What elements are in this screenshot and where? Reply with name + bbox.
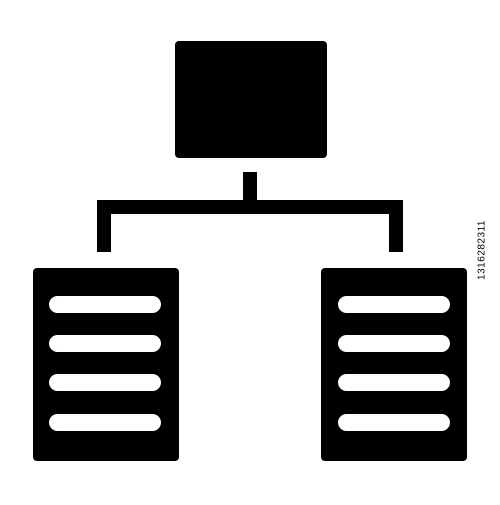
left-document bbox=[33, 268, 179, 461]
side-id-text: 1316282311 bbox=[476, 220, 488, 280]
left-document-line bbox=[49, 335, 161, 352]
connector-lines bbox=[97, 172, 403, 252]
right-document-line bbox=[338, 296, 450, 313]
connector-horizontal bbox=[97, 200, 403, 214]
right-document bbox=[321, 268, 467, 461]
left-document-line bbox=[49, 296, 161, 313]
left-document-body bbox=[33, 268, 179, 461]
connector-right-drop bbox=[389, 200, 403, 252]
connector-left-drop bbox=[97, 200, 111, 252]
right-document-body bbox=[321, 268, 467, 461]
right-document-line bbox=[338, 414, 450, 431]
left-document-line bbox=[49, 374, 161, 391]
left-document-line bbox=[49, 414, 161, 431]
top-box bbox=[175, 41, 327, 158]
connector-vertical-top bbox=[243, 172, 257, 201]
right-document-line bbox=[338, 335, 450, 352]
right-document-line bbox=[338, 374, 450, 391]
